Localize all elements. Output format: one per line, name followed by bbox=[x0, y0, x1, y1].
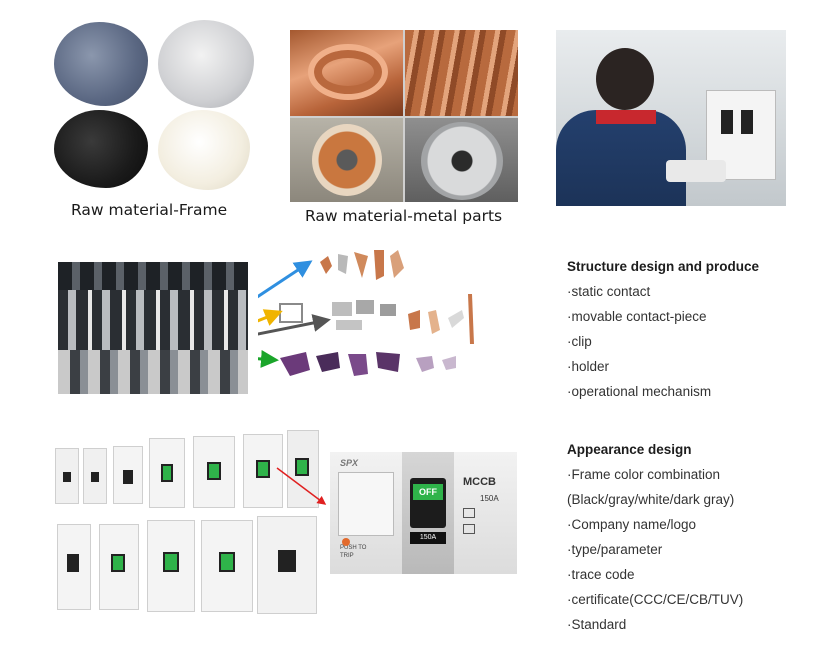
copper-coil-tile bbox=[290, 30, 403, 116]
breaker-product-grid bbox=[55, 428, 327, 623]
structure-section: Structure design and produce ·static con… bbox=[567, 254, 759, 404]
current-rating: 150A bbox=[410, 532, 446, 544]
model-label: MCCB bbox=[463, 476, 496, 488]
steel-roll-tile bbox=[405, 118, 518, 202]
structure-item: ·static contact bbox=[567, 284, 651, 299]
appearance-item: ·trace code bbox=[567, 567, 635, 582]
appearance-item: ·Company name/logo bbox=[567, 517, 697, 532]
brand-label: SPX bbox=[340, 458, 359, 468]
arrow-green bbox=[258, 350, 279, 368]
closeup-arrow bbox=[276, 467, 327, 505]
breaker-internals-photo bbox=[58, 262, 248, 394]
arrow-gray bbox=[258, 314, 331, 336]
structure-item: ·clip bbox=[567, 334, 592, 349]
arrow-blue bbox=[258, 260, 313, 299]
frame-caption: Raw material-Frame bbox=[71, 201, 228, 219]
parts-diagram bbox=[258, 250, 474, 376]
appearance-item: ·type/parameter bbox=[567, 542, 663, 557]
appearance-item: (Black/gray/white/dark gray) bbox=[567, 492, 735, 507]
blue-fiber-ball bbox=[54, 22, 148, 106]
rated-current: 150A bbox=[480, 494, 499, 503]
operator-photo bbox=[556, 30, 786, 206]
switch-off-label: OFF bbox=[413, 484, 443, 500]
appearance-item: ·Standard bbox=[567, 617, 627, 632]
gray-fiber-ball bbox=[158, 20, 254, 108]
appearance-heading: Appearance design bbox=[567, 442, 692, 457]
mechanism-parts bbox=[280, 352, 456, 376]
appearance-item: ·Frame color combination bbox=[567, 467, 721, 482]
worker-uniform bbox=[556, 110, 686, 206]
structure-item: ·movable contact-piece bbox=[567, 309, 707, 324]
copper-spool-tile bbox=[290, 118, 403, 202]
white-fiber-ball bbox=[158, 110, 250, 190]
metal-caption: Raw material-metal parts bbox=[305, 207, 503, 225]
worker-head bbox=[596, 48, 654, 110]
steel-clip-parts bbox=[279, 294, 474, 344]
structure-item: ·holder bbox=[567, 359, 610, 374]
appearance-item: ·certificate(CCC/CE/CB/TUV) bbox=[567, 592, 744, 607]
copper-contact-parts bbox=[320, 250, 404, 280]
switch-handle[interactable]: OFF bbox=[410, 478, 446, 528]
appearance-section: Appearance design ·Frame color combinati… bbox=[567, 437, 743, 637]
arrow-yellow bbox=[258, 309, 283, 326]
metal-parts-photo bbox=[290, 30, 518, 202]
structure-heading: Structure design and produce bbox=[567, 259, 760, 274]
frame-material-photo bbox=[50, 16, 255, 191]
structure-item: ·operational mechanism bbox=[567, 384, 712, 399]
black-fiber-ball bbox=[54, 110, 148, 188]
copper-bars-tile bbox=[405, 30, 518, 116]
